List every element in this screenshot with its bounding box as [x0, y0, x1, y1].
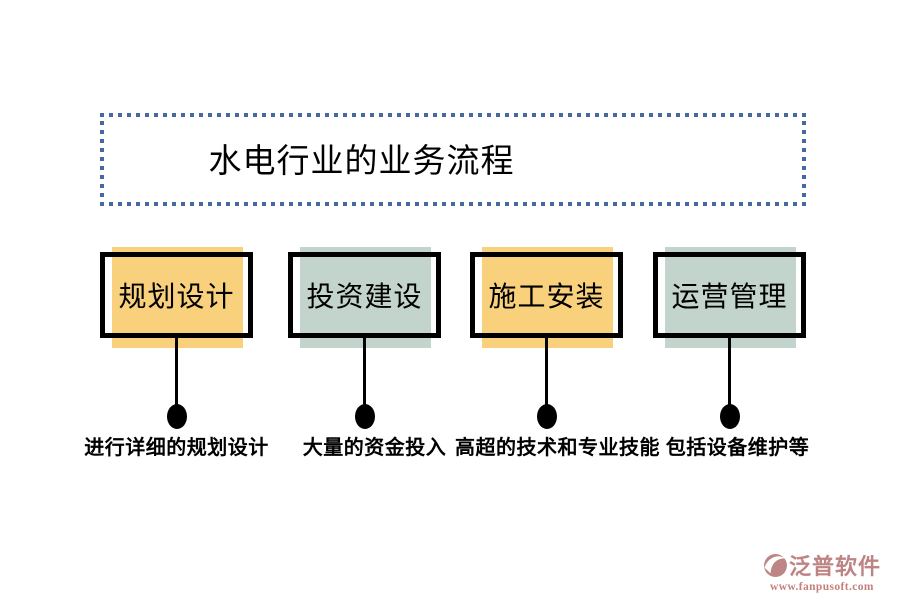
stage-label: 投资建设: [306, 282, 423, 313]
process-stage: 运营管理 包括设备维护等: [653, 247, 809, 459]
process-stage: 规划设计 进行详细的规划设计: [84, 247, 268, 459]
stage-fill-shadow: [300, 247, 431, 348]
diagram-title: 水电行业的业务流程: [208, 143, 515, 180]
stage-description: 大量的资金投入: [302, 437, 447, 459]
process-stage: 投资建设 大量的资金投入: [288, 247, 446, 459]
connector-line: [175, 338, 178, 406]
stage-description: 高超的技术和专业技能: [455, 437, 660, 459]
brand-row: 泛普软件: [763, 549, 893, 581]
stage-description: 包括设备维护等: [665, 437, 810, 459]
stage-fill-shadow: [482, 247, 613, 348]
stage-box: 规划设计: [100, 252, 253, 338]
connector-line: [728, 338, 731, 406]
stage-label: 规划设计: [118, 282, 235, 313]
connector-line: [363, 338, 366, 406]
stage-fill-shadow: [112, 247, 243, 348]
connector-dot: [354, 404, 375, 429]
stage-box: 运营管理: [653, 252, 806, 338]
brand-watermark: 泛普软件 www.fanpusoft.com: [763, 549, 893, 593]
connector-line: [545, 338, 548, 406]
stage-fill-shadow: [665, 247, 796, 348]
connector-dot: [536, 404, 557, 429]
connector-dot: [719, 404, 740, 429]
brand-name: 泛普软件: [789, 554, 882, 579]
stage-box: 施工安装: [470, 252, 623, 338]
connector-dot: [166, 404, 187, 429]
stage-description: 进行详细的规划设计: [84, 437, 269, 459]
process-stage: 施工安装 高超的技术和专业技能: [455, 247, 660, 459]
stage-label: 施工安装: [488, 282, 605, 313]
stage-box: 投资建设: [288, 252, 441, 338]
fanpu-logo-icon: [764, 553, 787, 577]
title-box: 水电行业的业务流程: [100, 113, 806, 206]
brand-website: www.fanpusoft.com: [770, 581, 874, 593]
stage-label: 运营管理: [671, 282, 788, 313]
